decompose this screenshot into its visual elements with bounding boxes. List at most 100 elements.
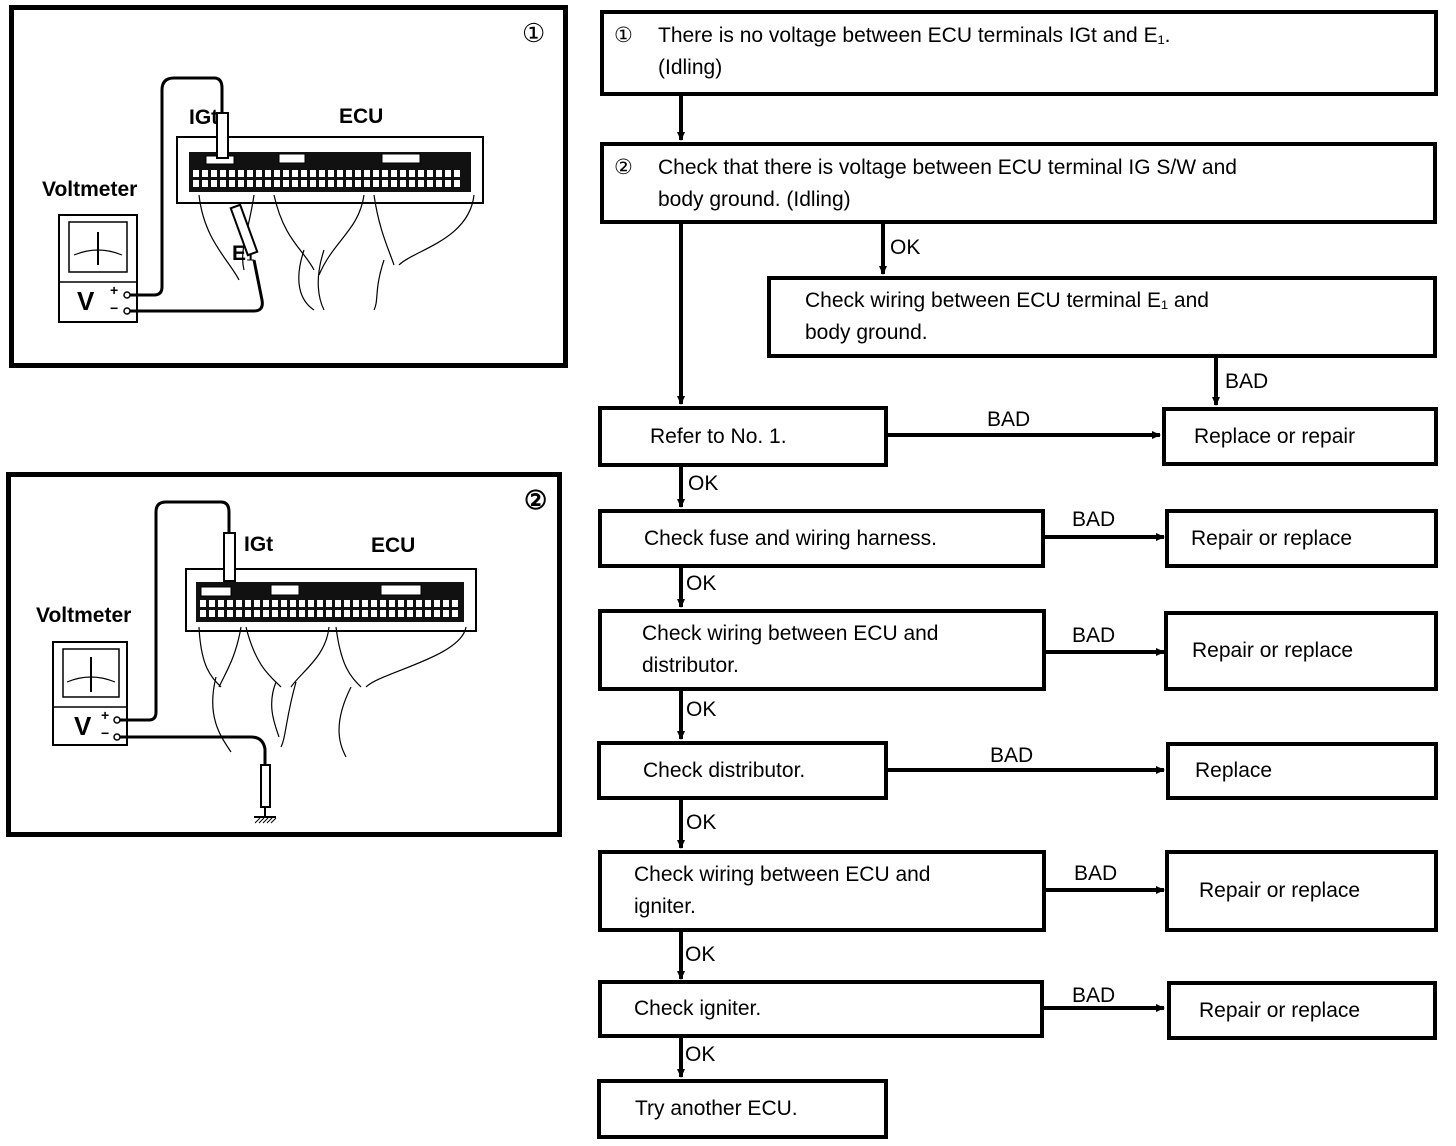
- connector-pin: [400, 180, 406, 187]
- connector-pin: [373, 170, 379, 177]
- connector-pin: [202, 170, 208, 177]
- connector-pin: [362, 600, 368, 607]
- connector-pin: [436, 180, 442, 187]
- connector-pin: [265, 170, 271, 177]
- connector-pin: [274, 170, 280, 177]
- igt-label: IGt: [244, 533, 274, 556]
- step-1-box: ① There is no voltage between ECU termin…: [600, 10, 1438, 96]
- connector-pin: [308, 610, 314, 617]
- connector-pin: [418, 180, 424, 187]
- fuse-result-box: Repair or replace: [1165, 509, 1438, 568]
- connector-pin: [398, 600, 404, 607]
- connector-pin: [310, 170, 316, 177]
- connector-pin: [382, 170, 388, 177]
- connector-pin: [283, 170, 289, 177]
- connector-pin: [263, 600, 269, 607]
- bad-label-fuse: BAD: [1072, 508, 1116, 531]
- connector-pin: [434, 610, 440, 617]
- connector-pin: [317, 600, 323, 607]
- distributor-check-box: Check distributor.: [597, 741, 888, 800]
- ok-label-fuse: OK: [686, 572, 717, 595]
- connector-pin: [346, 180, 352, 187]
- distributor-result-text: Replace: [1195, 759, 1273, 782]
- ok-label-refer: OK: [688, 472, 719, 495]
- connector-pin: [299, 610, 305, 617]
- figure-number: ①: [522, 18, 546, 48]
- connector-pin: [391, 180, 397, 187]
- connector-pin: [373, 180, 379, 187]
- connector-pin: [193, 180, 199, 187]
- connector-pin: [326, 610, 332, 617]
- connector-pin: [445, 170, 451, 177]
- connector-pin: [353, 610, 359, 617]
- bad-label-e1-check: BAD: [1225, 370, 1269, 393]
- connector-pin: [407, 610, 413, 617]
- connector-pin: [263, 610, 269, 617]
- connector-pin: [292, 170, 298, 177]
- connector-pin: [328, 180, 334, 187]
- connector-pin: [452, 600, 458, 607]
- connector-pins: [193, 170, 460, 187]
- connector-pin: [227, 600, 233, 607]
- connector-pin: [236, 610, 242, 617]
- connector-pin: [364, 170, 370, 177]
- connector-pin: [218, 600, 224, 607]
- connector-pin: [245, 610, 251, 617]
- final-box: Try another ECU.: [597, 1079, 888, 1139]
- e1-label: E₁: [232, 242, 255, 265]
- bad-label-igniter: BAD: [1072, 984, 1116, 1007]
- bad-label-igniter-wiring: BAD: [1074, 862, 1118, 885]
- plus-terminal-label: +: [110, 282, 119, 298]
- connector-pin: [400, 170, 406, 177]
- connector-pin: [272, 610, 278, 617]
- connector-pin: [445, 180, 451, 187]
- distributor-result-box: Replace: [1166, 742, 1438, 800]
- distributor-check-text: Check distributor.: [643, 758, 806, 782]
- ecu-label: ECU: [339, 105, 384, 128]
- connector-pin: [308, 600, 314, 607]
- igniter-result-box: Repair or replace: [1167, 981, 1437, 1040]
- connector-pin: [328, 170, 334, 177]
- connector-pin: [409, 180, 415, 187]
- connector-pin: [209, 600, 215, 607]
- connector-pin: [265, 180, 271, 187]
- connector-pin: [380, 610, 386, 617]
- voltmeter-label: Voltmeter: [36, 604, 132, 627]
- connector-pin: [337, 170, 343, 177]
- connector-pin: [344, 600, 350, 607]
- ok-label-distributor: OK: [686, 811, 717, 834]
- connector-pin: [452, 610, 458, 617]
- connector-pin: [256, 170, 262, 177]
- connector-pin: [353, 600, 359, 607]
- igt-label: IGt: [189, 106, 219, 129]
- connector-pin: [319, 180, 325, 187]
- connector-pin: [434, 600, 440, 607]
- connector-pin: [245, 600, 251, 607]
- connector-pin: [454, 170, 460, 177]
- distributor-wiring-result-box: Repair or replace: [1164, 611, 1438, 691]
- igniter-result-text: Repair or replace: [1199, 998, 1361, 1022]
- connector-pin: [362, 610, 368, 617]
- connector-pin: [238, 180, 244, 187]
- connector-pin: [211, 180, 217, 187]
- meter-symbol: V: [74, 711, 92, 741]
- connector-pin: [416, 610, 422, 617]
- step-2-text: Check that there is voltage between ECU …: [658, 156, 1237, 211]
- ok-label-distributor-wiring: OK: [686, 698, 717, 721]
- connector-pin: [220, 170, 226, 177]
- fuse-check-text: Check fuse and wiring harness.: [644, 526, 937, 550]
- connector-pin: [389, 610, 395, 617]
- distributor-wiring-text: Check wiring between ECU and distributor…: [642, 622, 939, 677]
- connector-pin: [299, 600, 305, 607]
- refer-text: Refer to No. 1.: [650, 424, 787, 448]
- connector-pin: [281, 610, 287, 617]
- ground-symbol-icon: [254, 816, 277, 824]
- connector-pin: [193, 170, 199, 177]
- connector-pin: [382, 180, 388, 187]
- connector-pin: [454, 180, 460, 187]
- step-2-box: ② Check that there is voltage between EC…: [600, 142, 1437, 224]
- connector-pin: [436, 170, 442, 177]
- connector-pin: [443, 600, 449, 607]
- figure-1-igt-e1-measurement: /*pins drawn below*/ ① Voltmeter V + − I…: [9, 5, 568, 368]
- connector-pin: [335, 610, 341, 617]
